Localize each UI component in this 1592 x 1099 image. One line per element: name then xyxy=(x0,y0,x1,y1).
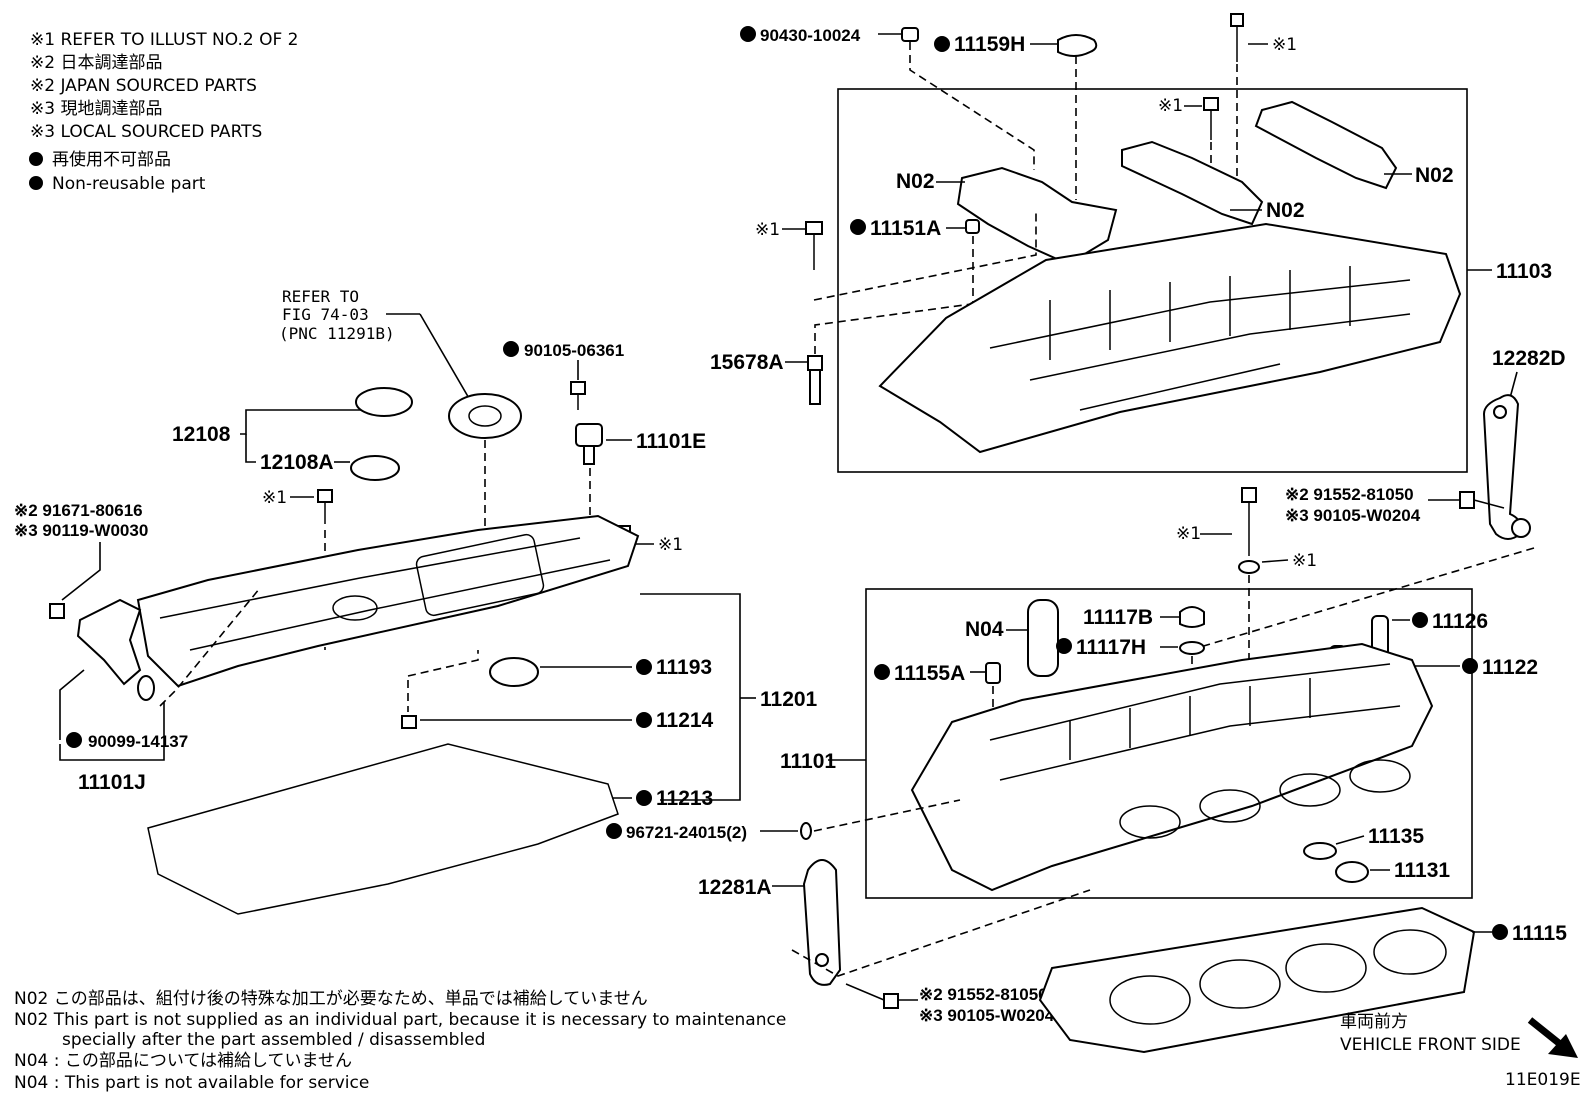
label-n02-b: N02 xyxy=(1266,199,1305,222)
mark-1: ※1 xyxy=(755,220,780,240)
label-12108: 12108 xyxy=(172,423,231,446)
label-11193: 11193 xyxy=(656,656,712,679)
label-90119-W0030: ※3 90119-W0030 xyxy=(14,521,148,540)
non-reusable-dot-icon xyxy=(29,176,43,190)
bearing-cap-middle xyxy=(1121,140,1264,226)
legend-note-5: ※3 LOCAL SOURCED PARTS xyxy=(30,122,262,142)
front-label-ja: 車両前方 xyxy=(1340,1012,1408,1032)
mark-1: ※1 xyxy=(262,488,287,508)
footnote-1: N02 この部品は、組付け後の特殊な加工が必要なため、単品では補給していません xyxy=(14,989,648,1009)
label-90430-10024: 90430-10024 xyxy=(760,26,861,45)
label-15678A: 15678A xyxy=(710,351,784,374)
bearing-cap-right xyxy=(1254,100,1398,190)
label-11159H: 11159H xyxy=(954,33,1025,56)
footnote-3: specially after the part assembled / dis… xyxy=(62,1030,485,1050)
legend: ※1 REFER TO ILLUST NO.2 OF 2 ※2 日本調達部品 ※… xyxy=(29,30,298,194)
oil-filler-cap xyxy=(355,387,413,417)
legend-note-4: ※3 現地調達部品 xyxy=(30,99,162,119)
label-11155A: 11155A xyxy=(894,662,965,685)
legend-note-7: Non-reusable part xyxy=(52,174,206,194)
mark-1: ※1 xyxy=(1272,35,1297,55)
front-label-en: VEHICLE FRONT SIDE xyxy=(1340,1035,1521,1055)
label-11115: 11115 xyxy=(1512,922,1567,945)
cylinder-head-cover xyxy=(136,514,640,688)
label-96721-24015: 96721-24015(2) xyxy=(626,823,747,842)
label-12281A: 12281A xyxy=(698,876,772,899)
mark-1: ※1 xyxy=(1158,96,1183,116)
cover-gasket xyxy=(147,743,619,915)
label-11117B: 11117B xyxy=(1083,606,1153,629)
head-cover-group: REFER TO FIG 74-03 (PNC 11291B) 12108 12… xyxy=(14,287,818,915)
label-11126: 11126 xyxy=(1432,610,1488,633)
label-91671-80616: ※2 91671-80616 xyxy=(14,501,143,520)
label-11101E: 11101E xyxy=(636,430,706,453)
label-12282D: 12282D xyxy=(1492,347,1566,370)
label-91552-81050-bottom: ※2 91552-81050 xyxy=(919,985,1048,1004)
label-12108A: 12108A xyxy=(260,451,334,474)
label-90099-14137: 90099-14137 xyxy=(88,732,188,751)
figure-id: 11E019E xyxy=(1505,1070,1581,1090)
mark-1: ※1 xyxy=(1176,524,1201,544)
non-reusable-dot-icon xyxy=(29,152,43,166)
label-n04: N04 xyxy=(965,618,1004,641)
label-11131: 11131 xyxy=(1394,859,1450,882)
footnotes: N02 この部品は、組付け後の特殊な加工が必要なため、単品では補給していません … xyxy=(14,989,786,1093)
cylinder-head-group: ※1 ※1 N04 11117B 11117H 11126 11122 1115… xyxy=(780,487,1538,892)
label-11101J: 11101J xyxy=(78,771,146,794)
vehicle-front-indicator: 車両前方 VEHICLE FRONT SIDE 11E019E xyxy=(1340,1012,1581,1090)
legend-note-6: 再使用不可部品 xyxy=(52,149,171,170)
bolt-group-bottom: ※2 91552-81050 ※3 90105-W0204 xyxy=(845,983,1055,1025)
label-11201: 11201 xyxy=(760,688,818,711)
label-11101: 11101 xyxy=(780,750,836,773)
cylinder-head xyxy=(910,642,1434,892)
refer-line-3: (PNC 11291B) xyxy=(279,324,395,343)
label-n02-c: N02 xyxy=(1415,164,1454,187)
plug-96721: 96721-24015(2) xyxy=(606,799,961,842)
gasket-outline xyxy=(1038,906,1476,1054)
label-90105-06361: 90105-06361 xyxy=(524,341,624,360)
camshaft-housing-group: 90430-10024 11159H ※1 ※1 N02 N02 N02 xyxy=(710,13,1552,454)
footnote-2: N02 This part is not supplied as an indi… xyxy=(14,1010,786,1030)
bearing-cap-left xyxy=(956,166,1118,266)
label-11214: 11214 xyxy=(656,709,714,732)
oil-control-valve xyxy=(76,598,142,686)
head-gasket: 11115 xyxy=(1038,906,1567,1054)
footnote-4: N04 : この部品については補給していません xyxy=(14,1051,352,1071)
legend-note-2: ※2 日本調達部品 xyxy=(30,53,162,73)
mark-1: ※1 xyxy=(658,535,683,555)
footnote-5: N04 : This part is not available for ser… xyxy=(14,1073,369,1093)
label-91552-81050-top: ※2 91552-81050 xyxy=(1285,485,1414,504)
label-11103: 11103 xyxy=(1496,260,1552,283)
label-11135: 11135 xyxy=(1368,825,1424,848)
label-11213: 11213 xyxy=(656,787,713,810)
legend-note-3: ※2 JAPAN SOURCED PARTS xyxy=(30,76,257,96)
emblem-icon xyxy=(448,393,522,439)
label-11122: 11122 xyxy=(1482,656,1538,679)
engine-hanger-rear: 12282D xyxy=(1482,347,1566,540)
refer-line-1: REFER TO xyxy=(282,287,359,306)
refer-line-2: FIG 74-03 xyxy=(282,305,369,324)
label-n02-a: N02 xyxy=(896,170,935,193)
label-90105-W0204-top: ※3 90105-W0204 xyxy=(1285,506,1421,525)
legend-note-1: ※1 REFER TO ILLUST NO.2 OF 2 xyxy=(30,30,298,50)
cylinder-head-frame xyxy=(865,588,1473,899)
camshaft-housing-frame xyxy=(837,88,1468,473)
label-11117H: 11117H xyxy=(1076,636,1146,659)
bolt-group-top: ※2 91552-81050 ※3 90105-W0204 xyxy=(1189,485,1535,651)
engine-hanger-front: 12281A xyxy=(698,859,1091,986)
label-11151A: 11151A xyxy=(870,217,941,240)
label-90105-W0204-bottom: ※3 90105-W0204 xyxy=(919,1006,1055,1025)
mark-1: ※1 xyxy=(1292,551,1317,571)
